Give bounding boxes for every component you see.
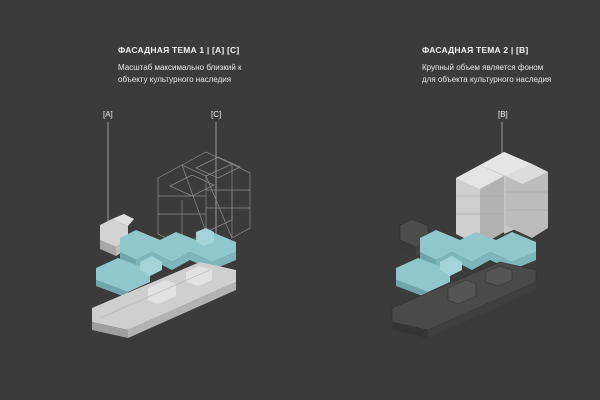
facade-theme-1-desc-line-2: объекту культурного наследия [118,75,232,84]
facade-theme-1-desc-line-1: Масштаб максимально близкий к [118,63,242,72]
facade-theme-1-panel: ФАСАДНАЯ ТЕМА 1 | [A] [C] Масштаб максим… [92,45,251,338]
front-light-bar [92,262,236,338]
facade-theme-1-description: Масштаб максимально близкий к объекту ку… [118,62,242,86]
front-dark-bar [391,261,537,338]
facade-theme-2-title: ФАСАДНАЯ ТЕМА 2 | [B] [422,45,529,55]
facade-theme-2-massing-diagram [391,122,548,338]
wireframe-tower [157,151,251,247]
facade-theme-2-desc-line-2: для объекта культурного наследия [422,75,552,84]
label-b: [B] [498,110,508,119]
label-a: [A] [103,110,113,119]
facade-theme-1-massing-diagram [92,122,251,338]
solid-tower-b [456,152,548,246]
facade-theme-2-panel: ФАСАДНАЯ ТЕМА 2 | [B] Крупный объем явля… [300,0,600,400]
label-c: [C] [211,110,222,119]
facade-theme-2-description: Крупный объем является фоном для объекта… [422,62,551,86]
facade-theme-2-desc-line-1: Крупный объем является фоном [422,63,544,72]
facade-theme-1-title: ФАСАДНАЯ ТЕМА 1 | [A] [C] [118,45,240,55]
